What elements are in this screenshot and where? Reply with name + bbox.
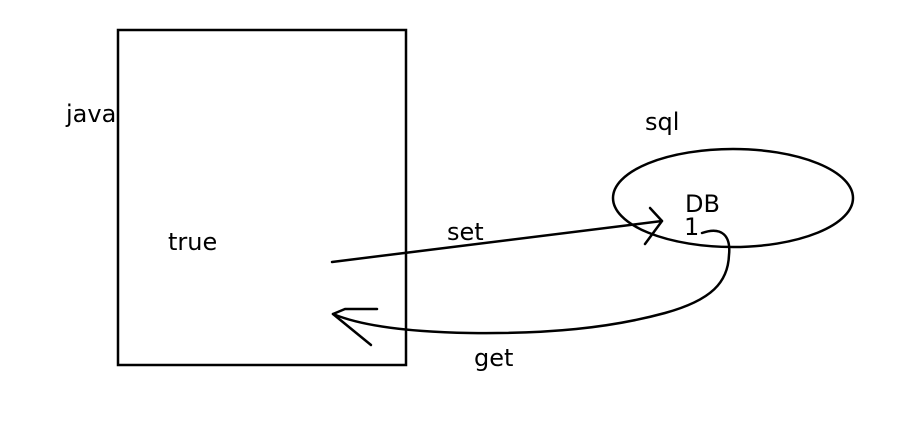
set-label: set	[447, 218, 484, 246]
db-value-label: 1	[684, 213, 700, 241]
db-label: DB	[685, 190, 720, 218]
set-arrow	[330, 206, 664, 264]
set-arrow-line	[330, 219, 664, 264]
get-label: get	[474, 344, 514, 372]
java-label: java	[66, 100, 117, 128]
get-arrow-head	[331, 307, 379, 347]
set-arrow-head	[643, 206, 664, 246]
get-arrow	[331, 229, 731, 347]
true-value-label: true	[168, 228, 218, 256]
get-arrow-line	[331, 229, 731, 335]
sql-label: sql	[645, 108, 680, 136]
db-ellipse	[611, 147, 855, 249]
java-box	[116, 28, 408, 367]
